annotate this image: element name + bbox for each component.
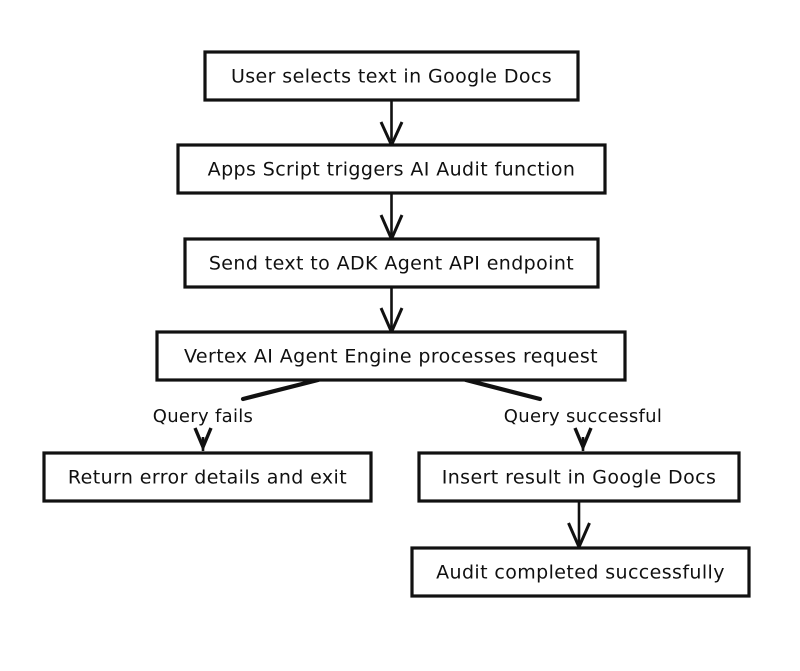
edge-vertex-to-insert: Query successful	[463, 377, 662, 452]
edge-label-query-successful: Query successful	[504, 406, 662, 427]
node-label-apps-script-trigger: Apps Script triggers AI Audit function	[208, 159, 576, 181]
node-user-selects-text[interactable]: User selects text in Google Docs	[203, 50, 580, 102]
edge-vertex-to-error: Query fails	[153, 377, 321, 452]
node-label-vertex-agent-engine: Vertex AI Agent Engine processes request	[184, 346, 598, 368]
edge-insert-to-audit	[567, 501, 591, 551]
node-label-return-error-details: Return error details and exit	[68, 467, 347, 489]
edge-send-to-vertex	[379, 287, 404, 336]
node-audit-completed[interactable]: Audit completed successfully	[410, 546, 751, 598]
edge-select-to-script	[379, 100, 404, 149]
node-label-user-selects-text: User selects text in Google Docs	[231, 66, 552, 88]
node-insert-result[interactable]: Insert result in Google Docs	[417, 451, 741, 503]
node-return-error-details[interactable]: Return error details and exit	[42, 451, 373, 503]
node-label-audit-completed: Audit completed successfully	[436, 562, 725, 584]
node-label-insert-result: Insert result in Google Docs	[442, 467, 717, 489]
node-label-send-text-to-adk: Send text to ADK Agent API endpoint	[209, 253, 574, 275]
edge-script-to-send	[379, 193, 404, 243]
edge-label-query-fails: Query fails	[153, 406, 253, 427]
node-vertex-agent-engine[interactable]: Vertex AI Agent Engine processes request	[155, 330, 627, 382]
node-apps-script-trigger[interactable]: Apps Script triggers AI Audit function	[176, 143, 607, 195]
node-send-text-to-adk[interactable]: Send text to ADK Agent API endpoint	[183, 237, 600, 289]
